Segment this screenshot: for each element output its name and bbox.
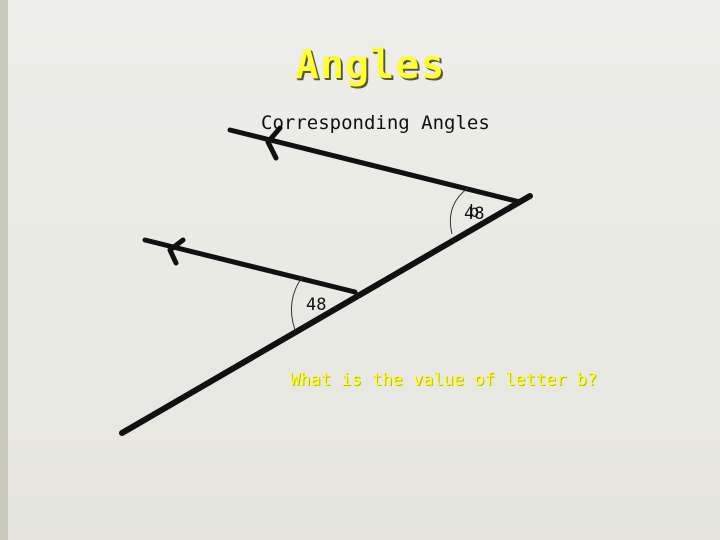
angle-label-upper-b: b — [469, 202, 479, 222]
parallel-arrow-upper — [265, 125, 283, 161]
angle-arc-lower — [290, 275, 304, 331]
slide-subtitle: Corresponding Angles — [261, 112, 490, 134]
parallel-line-lower — [142, 237, 358, 295]
parallel-line-upper — [227, 127, 523, 205]
transversal-line — [119, 193, 533, 436]
question-text: What is the value of letter b? — [290, 370, 598, 390]
parallel-arrow-lower — [167, 237, 186, 266]
slide-title: Angles — [294, 42, 446, 88]
slide-edge-bar — [0, 0, 8, 540]
angle-arc-upper — [449, 187, 469, 235]
angle-label-upper-value: 48 — [464, 204, 484, 224]
angle-label-lower-value: 48 — [306, 295, 326, 315]
